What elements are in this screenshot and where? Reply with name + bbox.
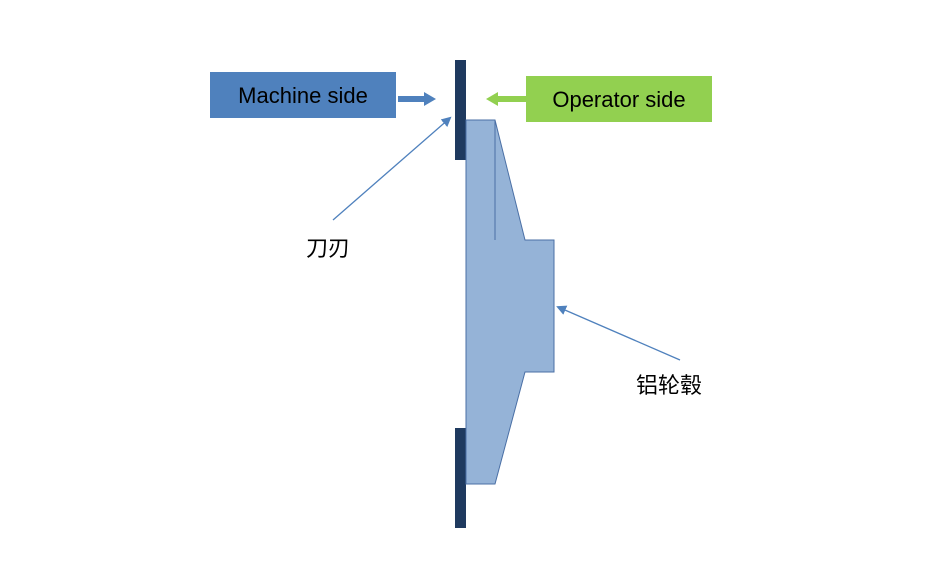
operator-side-box: [526, 76, 712, 122]
blade-leader-line: [332, 116, 452, 221]
hub-leader-line: [556, 305, 681, 361]
machine-side-arrow: [398, 92, 436, 106]
operator-side-text: Operator side: [552, 87, 685, 112]
machine-side-label: Machine side: [210, 72, 396, 118]
machine-side-box: [210, 72, 396, 118]
aluminum-hub-profile: [465, 119, 555, 485]
operator-side-label: Operator side: [526, 76, 712, 122]
operator-side-arrow: [486, 92, 526, 106]
blade-upper: [455, 60, 466, 160]
machine-side-text: Machine side: [238, 83, 368, 108]
blade-lower: [455, 428, 466, 528]
aluminum-hub-label: 铝轮毂: [636, 374, 702, 399]
blade-label: 刀刃: [306, 237, 350, 262]
